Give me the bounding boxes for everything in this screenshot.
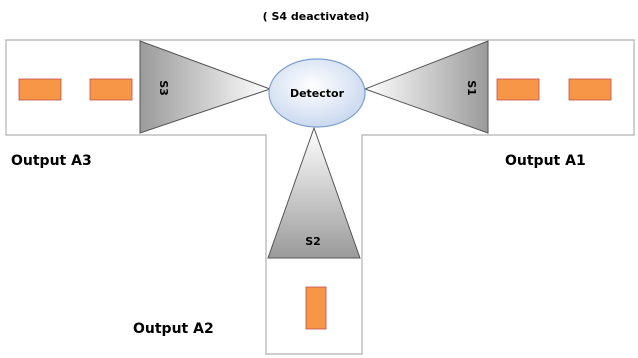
sorter-s3 [139,40,272,134]
detector-label: Detector [290,87,345,100]
diagram-caption: ( S4 deactivated) [263,10,370,23]
item-block [568,78,612,101]
sorter-s2 [267,126,361,259]
item-block [89,78,133,101]
sorter-s3-label: S3 [157,80,170,96]
detector-ellipse [268,58,366,128]
item-block [18,78,62,101]
sorter-s1 [363,40,489,134]
sorter-s1-label: S1 [465,80,478,96]
sorter-s2-label: S2 [305,235,321,248]
output-a1-label: Output A1 [505,153,586,169]
output-a2-label: Output A2 [133,321,214,337]
item-block [496,78,540,101]
output-a3-label: Output A3 [11,153,92,169]
item-block [305,286,327,330]
